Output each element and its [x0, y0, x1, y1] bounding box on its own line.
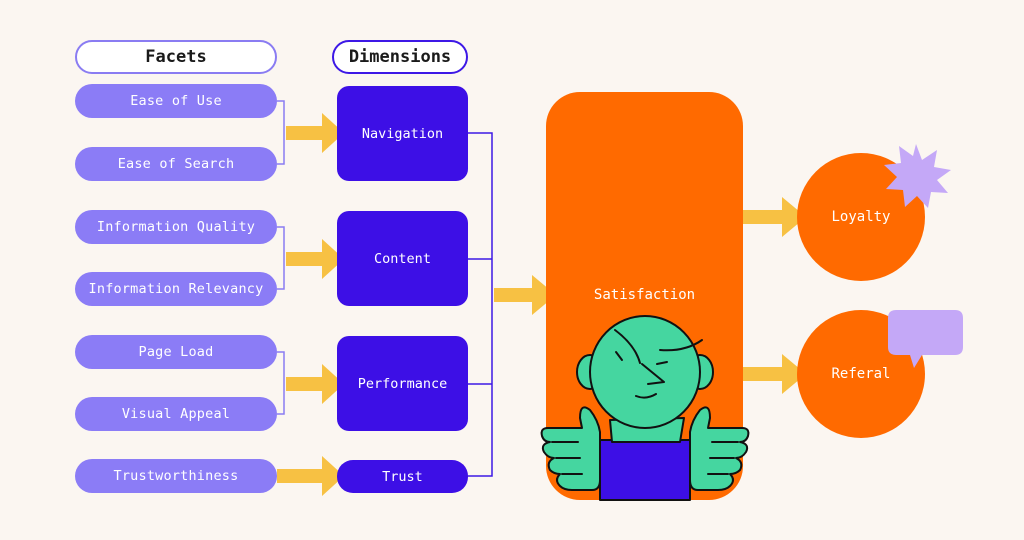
right-hand-finger-lines [707, 441, 739, 475]
dimension-trust: Trust [337, 460, 468, 493]
facet-ease-of-search: Ease of Search [75, 147, 277, 181]
arrow-to-navigation [286, 113, 344, 153]
arrow-to-performance [286, 364, 344, 404]
bracket-content [277, 226, 285, 290]
left-thumbs-up-hand [540, 406, 601, 491]
character-hair-strand [659, 339, 703, 352]
arrow-to-satisfaction [494, 275, 556, 315]
arrow-to-content [286, 239, 344, 279]
satisfaction-label: Satisfaction [593, 287, 696, 303]
arrow-to-referral [742, 354, 806, 394]
dimension-performance: Performance [337, 336, 468, 431]
arrow-to-trust [277, 456, 344, 496]
dimensions-header: Dimensions [332, 40, 468, 74]
character-nose [641, 363, 665, 385]
arrow-to-loyalty [742, 197, 806, 237]
bracket-dimensions [468, 132, 493, 477]
character-left-eye [615, 351, 623, 361]
facets-header: Facets [75, 40, 277, 74]
dimension-content: Content [337, 211, 468, 306]
character-right-eye [656, 361, 668, 365]
left-hand-finger-lines [551, 441, 583, 475]
character-head [589, 315, 701, 429]
character-mouth [635, 393, 657, 399]
facet-page-load: Page Load [75, 335, 277, 369]
character-hair [614, 329, 641, 364]
dimension-navigation: Navigation [337, 86, 468, 181]
facet-information-relevancy: Information Relevancy [75, 272, 277, 306]
facet-ease-of-use: Ease of Use [75, 84, 277, 118]
bracket-performance [277, 351, 285, 415]
facet-visual-appeal: Visual Appeal [75, 397, 277, 431]
star-icon [884, 144, 951, 208]
right-thumbs-up-hand [689, 406, 750, 491]
facet-information-quality: Information Quality [75, 210, 277, 244]
bracket-navigation [277, 100, 285, 165]
facet-trustworthiness: Trustworthiness [75, 459, 277, 493]
speech-bubble-icon [888, 310, 963, 368]
